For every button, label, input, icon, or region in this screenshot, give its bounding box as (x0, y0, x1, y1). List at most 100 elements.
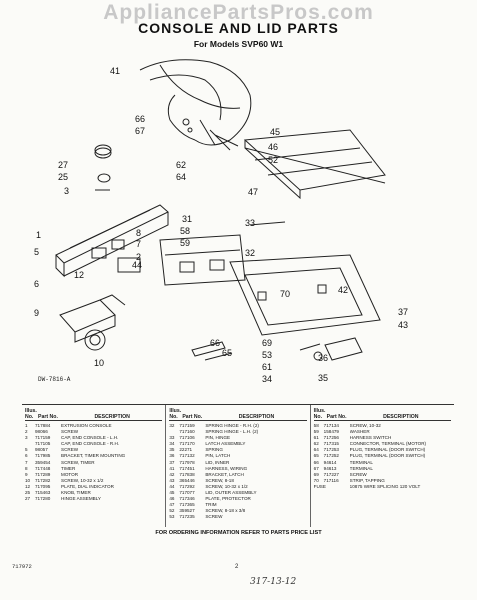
part-no: 359454 (35, 459, 51, 465)
svg-text:59: 59 (180, 238, 190, 248)
description: TERMINAL (349, 459, 373, 465)
illus-no: 47 (169, 502, 175, 508)
illus-no: 33 (169, 435, 175, 441)
part-no: 717451 (179, 465, 195, 471)
description: SCREW (349, 471, 367, 477)
svg-text:8: 8 (136, 228, 141, 238)
description: TRIM (205, 502, 217, 508)
part-no: 717282 (35, 477, 51, 483)
svg-text:32: 32 (245, 248, 255, 258)
table-row: 53 717235 SCREW (169, 514, 306, 520)
description: 10875 WIRE SPLICING 120 VOLT (349, 483, 421, 489)
description: SCREW, 8-18 x 3/8 (205, 508, 246, 514)
console-extrusion-drawing (55, 204, 169, 278)
illus-no: 10 (25, 477, 31, 483)
part-no: 717227 (323, 471, 339, 477)
illus-no: 53 (169, 514, 175, 520)
knob-drawing (94, 144, 112, 191)
illus-no: 42 (169, 471, 175, 477)
latch-drawing (299, 337, 363, 361)
illus-no: 8 (25, 465, 28, 471)
part-no: 717170 (179, 441, 195, 447)
part-no: 717235 (179, 514, 195, 520)
column-header: Illus. No. Part No. DESCRIPTION (313, 405, 451, 421)
part-no: 717838 (179, 471, 195, 477)
svg-text:66: 66 (135, 114, 145, 124)
description: PIN, HINGE (205, 435, 231, 441)
description: LATCH ASSEMBLY (205, 441, 246, 447)
parts-column-3: Illus. No. Part No. DESCRIPTION 58 717134… (309, 405, 454, 527)
svg-text:1: 1 (36, 230, 41, 240)
illus-no: 41 (169, 465, 175, 471)
part-no: 717256 (323, 435, 339, 441)
illus-no: 52 (169, 508, 175, 514)
svg-text:31: 31 (182, 214, 192, 224)
svg-text:58: 58 (180, 226, 190, 236)
door-switch-drawing (191, 341, 233, 361)
illus-no: 36 (169, 453, 175, 459)
svg-text:36: 36 (318, 353, 328, 363)
motor-drawing (59, 294, 126, 351)
part-no: 717106 (179, 435, 195, 441)
description: TERMINAL (349, 465, 373, 471)
part-no: 717134 (323, 423, 339, 428)
header-description: DESCRIPTION (94, 413, 130, 420)
part-no (324, 484, 350, 490)
part-no: 717095 (35, 483, 51, 489)
part-no: 717252 (323, 453, 339, 459)
column-header: Illus. No. Part No. DESCRIPTION (169, 405, 307, 421)
description: SCREW (205, 514, 223, 520)
illus-no: 64 (313, 447, 319, 453)
svg-text:34: 34 (262, 374, 272, 384)
description: CAP, END CONSOLE - R.H. (61, 441, 120, 447)
table-row: 42 717838 BRACKET, LATCH (169, 472, 306, 478)
svg-text:66: 66 (210, 338, 220, 348)
part-no: 717280 (35, 496, 51, 502)
part-no: 717315 (323, 441, 339, 447)
part-no: 22271 (179, 447, 193, 453)
illus-no: 58 (313, 423, 319, 428)
illus-no: 6 (25, 453, 28, 459)
timer-bracket-drawing (91, 239, 141, 273)
part-no: 717160 (179, 429, 195, 435)
illus-no: 3 (25, 435, 28, 441)
part-no: 717077 (179, 490, 195, 496)
table-row: 33 717106 PIN, HINGE (169, 435, 306, 441)
svg-text:70: 70 (280, 289, 290, 299)
description: BRACKET, LATCH (205, 471, 244, 477)
description: LID, OUTER ASSEMBLY (205, 490, 257, 496)
part-no: 717132 (179, 453, 195, 459)
illus-no: 43 (169, 477, 175, 483)
illus-no: 70 (313, 477, 319, 483)
svg-text:9: 9 (34, 308, 39, 318)
column-header: Illus. No. Part No. DESCRIPTION (25, 405, 163, 421)
description: SCREW, 10-32 (349, 423, 381, 428)
watermark: AppliancePartsPros.com (103, 1, 374, 24)
part-no: 715463 (35, 490, 51, 496)
ordering-info-note: FOR ORDERING INFORMATION REFER TO PARTS … (155, 530, 322, 536)
part-no: 94614 (323, 459, 337, 465)
illus-no: 65 (313, 453, 319, 459)
